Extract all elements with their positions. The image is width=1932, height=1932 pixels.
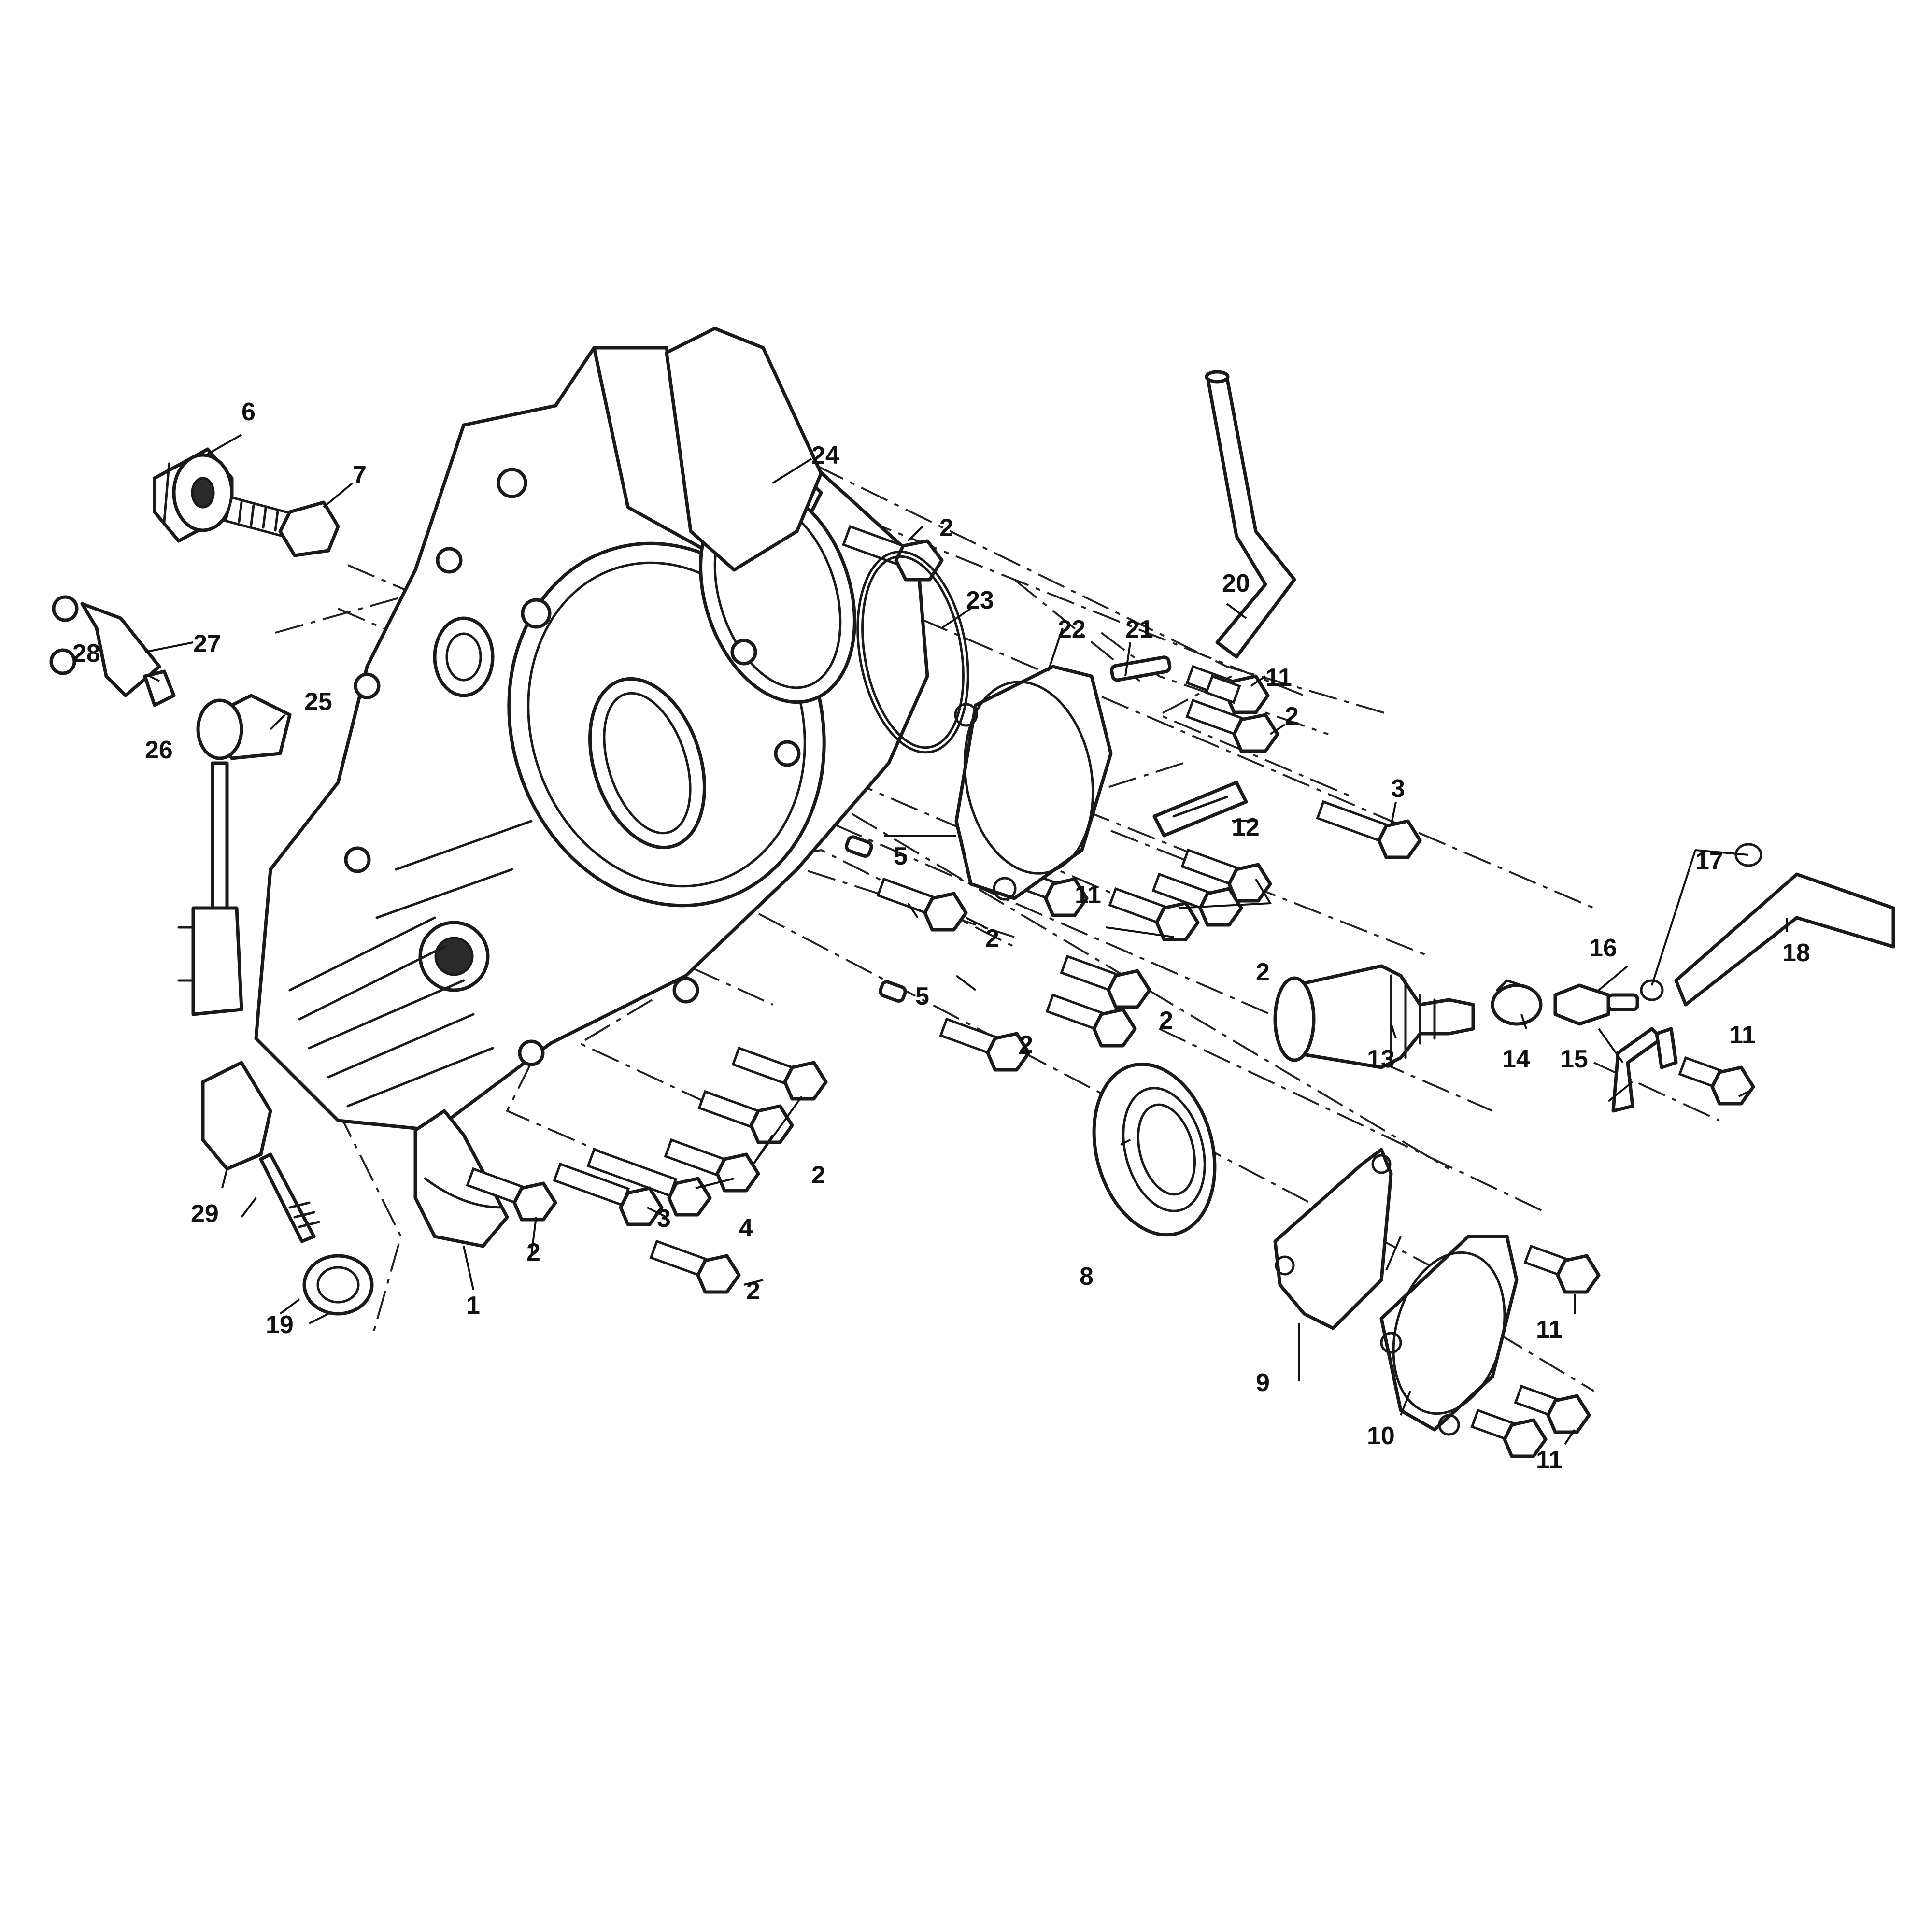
callout-12: 12 bbox=[1232, 813, 1260, 841]
callout-9: 9 bbox=[1256, 1369, 1270, 1397]
callout-3: 3 bbox=[657, 1205, 671, 1233]
part-16-fitting bbox=[1553, 983, 1639, 1026]
callout-7: 7 bbox=[353, 461, 367, 489]
bolt-lower-2m bbox=[649, 1239, 741, 1294]
callout-29: 29 bbox=[191, 1200, 219, 1228]
bolt-cover-11f bbox=[1470, 1408, 1548, 1458]
bolt-mid-2c bbox=[1151, 872, 1243, 927]
callout-2: 2 bbox=[1159, 1007, 1173, 1035]
part-17-clips bbox=[1640, 843, 1762, 1001]
callout-26: 26 bbox=[145, 736, 173, 764]
bolt-center-2h bbox=[939, 1017, 1031, 1072]
callout-11: 11 bbox=[1729, 1021, 1756, 1049]
callout-11: 11 bbox=[1075, 881, 1101, 909]
part-1-bracket bbox=[413, 1109, 509, 1248]
callout-4: 4 bbox=[739, 1214, 753, 1242]
callout-23: 23 bbox=[966, 586, 994, 614]
callout-2: 2 bbox=[939, 514, 953, 542]
callout-5: 5 bbox=[894, 842, 908, 870]
part-13-boot bbox=[1273, 964, 1475, 1069]
part-6-bushing bbox=[153, 447, 234, 543]
leader-lines bbox=[144, 434, 1788, 1445]
bolt-far-11c bbox=[1678, 1056, 1755, 1106]
callout-24: 24 bbox=[811, 441, 839, 469]
callout-5: 5 bbox=[915, 982, 929, 1010]
bolt-cover-11d bbox=[1523, 1244, 1601, 1294]
callout-10: 10 bbox=[1367, 1422, 1395, 1450]
callout-15: 15 bbox=[1560, 1045, 1588, 1073]
speed-sensor-assembly bbox=[49, 595, 292, 1016]
bolt-mid-2f bbox=[1045, 993, 1137, 1048]
callout-11: 11 bbox=[1536, 1446, 1563, 1474]
part-12-plate bbox=[1152, 781, 1248, 838]
callout-1: 1 bbox=[466, 1292, 480, 1320]
bolt-lower-2i bbox=[731, 1046, 828, 1101]
callout-8: 8 bbox=[1080, 1263, 1094, 1291]
callout-2: 2 bbox=[811, 1161, 825, 1189]
bolt-mid-2d bbox=[1108, 887, 1200, 941]
part-9-gasket bbox=[1273, 1148, 1393, 1330]
callout-22: 22 bbox=[1058, 615, 1086, 643]
bolt-right-2a bbox=[1185, 698, 1279, 753]
part-29-dipstick bbox=[201, 1061, 320, 1243]
part-7-bolt bbox=[224, 496, 340, 557]
bolt-mid-2b bbox=[1180, 848, 1272, 903]
callout-6: 6 bbox=[242, 398, 256, 426]
callout-11: 11 bbox=[1536, 1316, 1563, 1344]
callout-2: 2 bbox=[526, 1238, 540, 1266]
part-14-clamp bbox=[1491, 979, 1543, 1026]
bolt-center-2g bbox=[876, 877, 968, 932]
dowel-pins bbox=[845, 835, 907, 1003]
part-10-bearing-cover bbox=[1379, 1235, 1519, 1436]
callout-2: 2 bbox=[1019, 1031, 1033, 1059]
callout-2: 2 bbox=[1256, 958, 1270, 986]
part-24-housing-flange bbox=[665, 327, 823, 572]
part-8-bearing bbox=[1092, 1062, 1217, 1237]
callout-11: 11 bbox=[1265, 664, 1292, 692]
bolt-cover-11e bbox=[1514, 1384, 1591, 1434]
bolt-mid-2e bbox=[1060, 954, 1151, 1009]
callout-19: 19 bbox=[266, 1311, 294, 1339]
callout-18: 18 bbox=[1782, 939, 1810, 967]
bolt-lower-2l bbox=[466, 1167, 557, 1222]
part-23-oring bbox=[856, 550, 969, 754]
bolt-upper-11g bbox=[1205, 674, 1241, 704]
callout-13: 13 bbox=[1367, 1045, 1395, 1073]
callout-2: 2 bbox=[1285, 702, 1299, 730]
callout-28: 28 bbox=[72, 639, 100, 668]
bolt-lower-2k bbox=[664, 1138, 760, 1193]
bolt-lower-2j bbox=[697, 1090, 794, 1144]
callout-14: 14 bbox=[1502, 1045, 1530, 1073]
part-15-bracket bbox=[1611, 1027, 1678, 1113]
part-20-breather-tube bbox=[1205, 370, 1296, 659]
callout-20: 20 bbox=[1222, 569, 1250, 597]
part-18-hose bbox=[1674, 872, 1895, 1007]
callout-2: 2 bbox=[985, 924, 999, 952]
callout-17: 17 bbox=[1695, 847, 1723, 875]
callout-2: 2 bbox=[746, 1277, 760, 1305]
bolt-lower-3b bbox=[553, 1162, 664, 1226]
callout-3: 3 bbox=[1391, 775, 1405, 803]
callout-25: 25 bbox=[304, 688, 332, 716]
bolt-right-3a bbox=[1316, 800, 1422, 859]
part-22-cover-gasket bbox=[954, 665, 1113, 901]
callout-labels: 1 2 2 2 2 2 2 2 2 2 3 3 4 5 5 6 7 8 9 10… bbox=[72, 398, 1810, 1474]
callout-21: 21 bbox=[1125, 615, 1153, 643]
callout-27: 27 bbox=[193, 630, 221, 658]
callout-16: 16 bbox=[1589, 934, 1617, 962]
part-19-washer bbox=[302, 1254, 374, 1316]
